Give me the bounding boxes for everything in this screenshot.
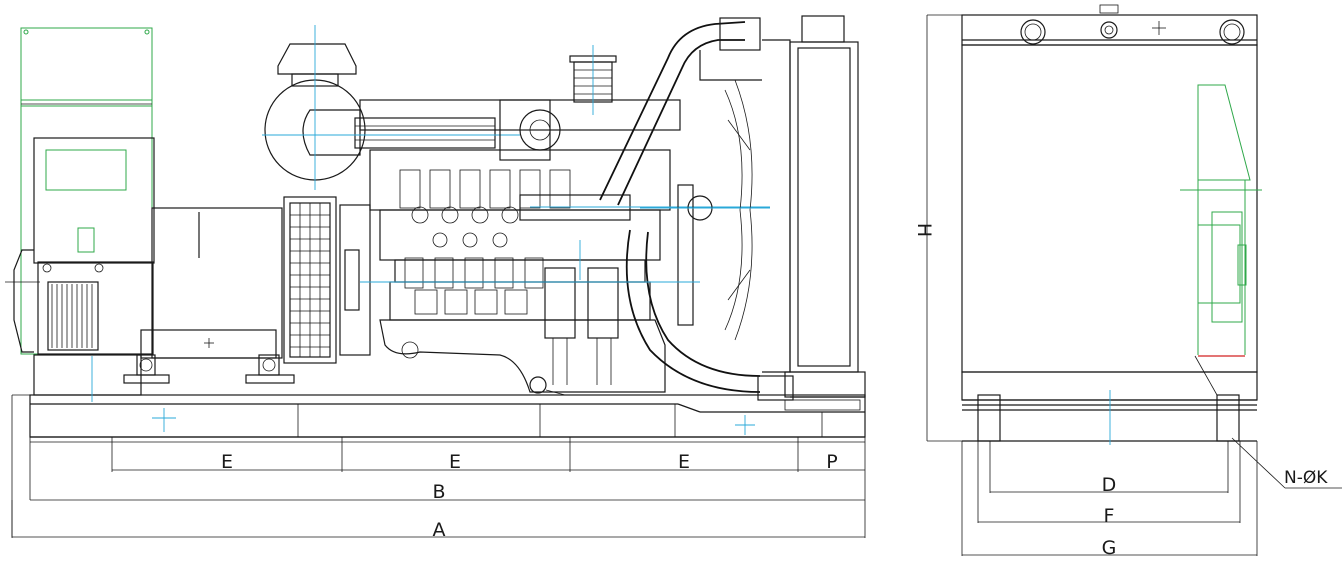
dim-label-e-2: E bbox=[449, 451, 461, 473]
fan bbox=[640, 79, 770, 341]
base-frame bbox=[29, 394, 866, 443]
radiator bbox=[699, 15, 866, 411]
side-dimensions bbox=[11, 394, 866, 538]
dim-label-g: G bbox=[1102, 537, 1117, 559]
hole-callout-label: N-ØK bbox=[1284, 468, 1328, 488]
dim-label-f: F bbox=[1104, 505, 1115, 527]
dim-label-d: D bbox=[1102, 474, 1117, 496]
dim-label-p: P bbox=[826, 451, 837, 473]
lifting-points bbox=[1020, 4, 1245, 45]
oil-filters bbox=[529, 240, 619, 396]
alternator-grille bbox=[51, 284, 93, 348]
end-view-alternator bbox=[1180, 84, 1262, 357]
end-view: H D F G N-ØK bbox=[913, 4, 1342, 559]
coolant-pipe bbox=[519, 17, 794, 401]
end-dimensions bbox=[961, 437, 1342, 556]
dim-label-e-1: E bbox=[221, 451, 233, 473]
dim-label-a: A bbox=[433, 519, 446, 541]
dim-label-h: H bbox=[913, 223, 935, 237]
engine-block bbox=[339, 99, 681, 393]
end-view-base bbox=[961, 355, 1258, 445]
air-intake bbox=[262, 25, 520, 190]
dim-label-b: B bbox=[432, 481, 445, 503]
dim-label-e-3: E bbox=[678, 451, 690, 473]
cylinder-heads bbox=[399, 169, 571, 315]
flywheel-housing bbox=[283, 196, 337, 364]
alternator-adaptor bbox=[140, 207, 283, 359]
exhaust-outlet bbox=[499, 45, 617, 161]
mounts bbox=[123, 354, 295, 384]
alternator bbox=[13, 27, 155, 402]
side-view: E E E P B A bbox=[5, 15, 866, 541]
